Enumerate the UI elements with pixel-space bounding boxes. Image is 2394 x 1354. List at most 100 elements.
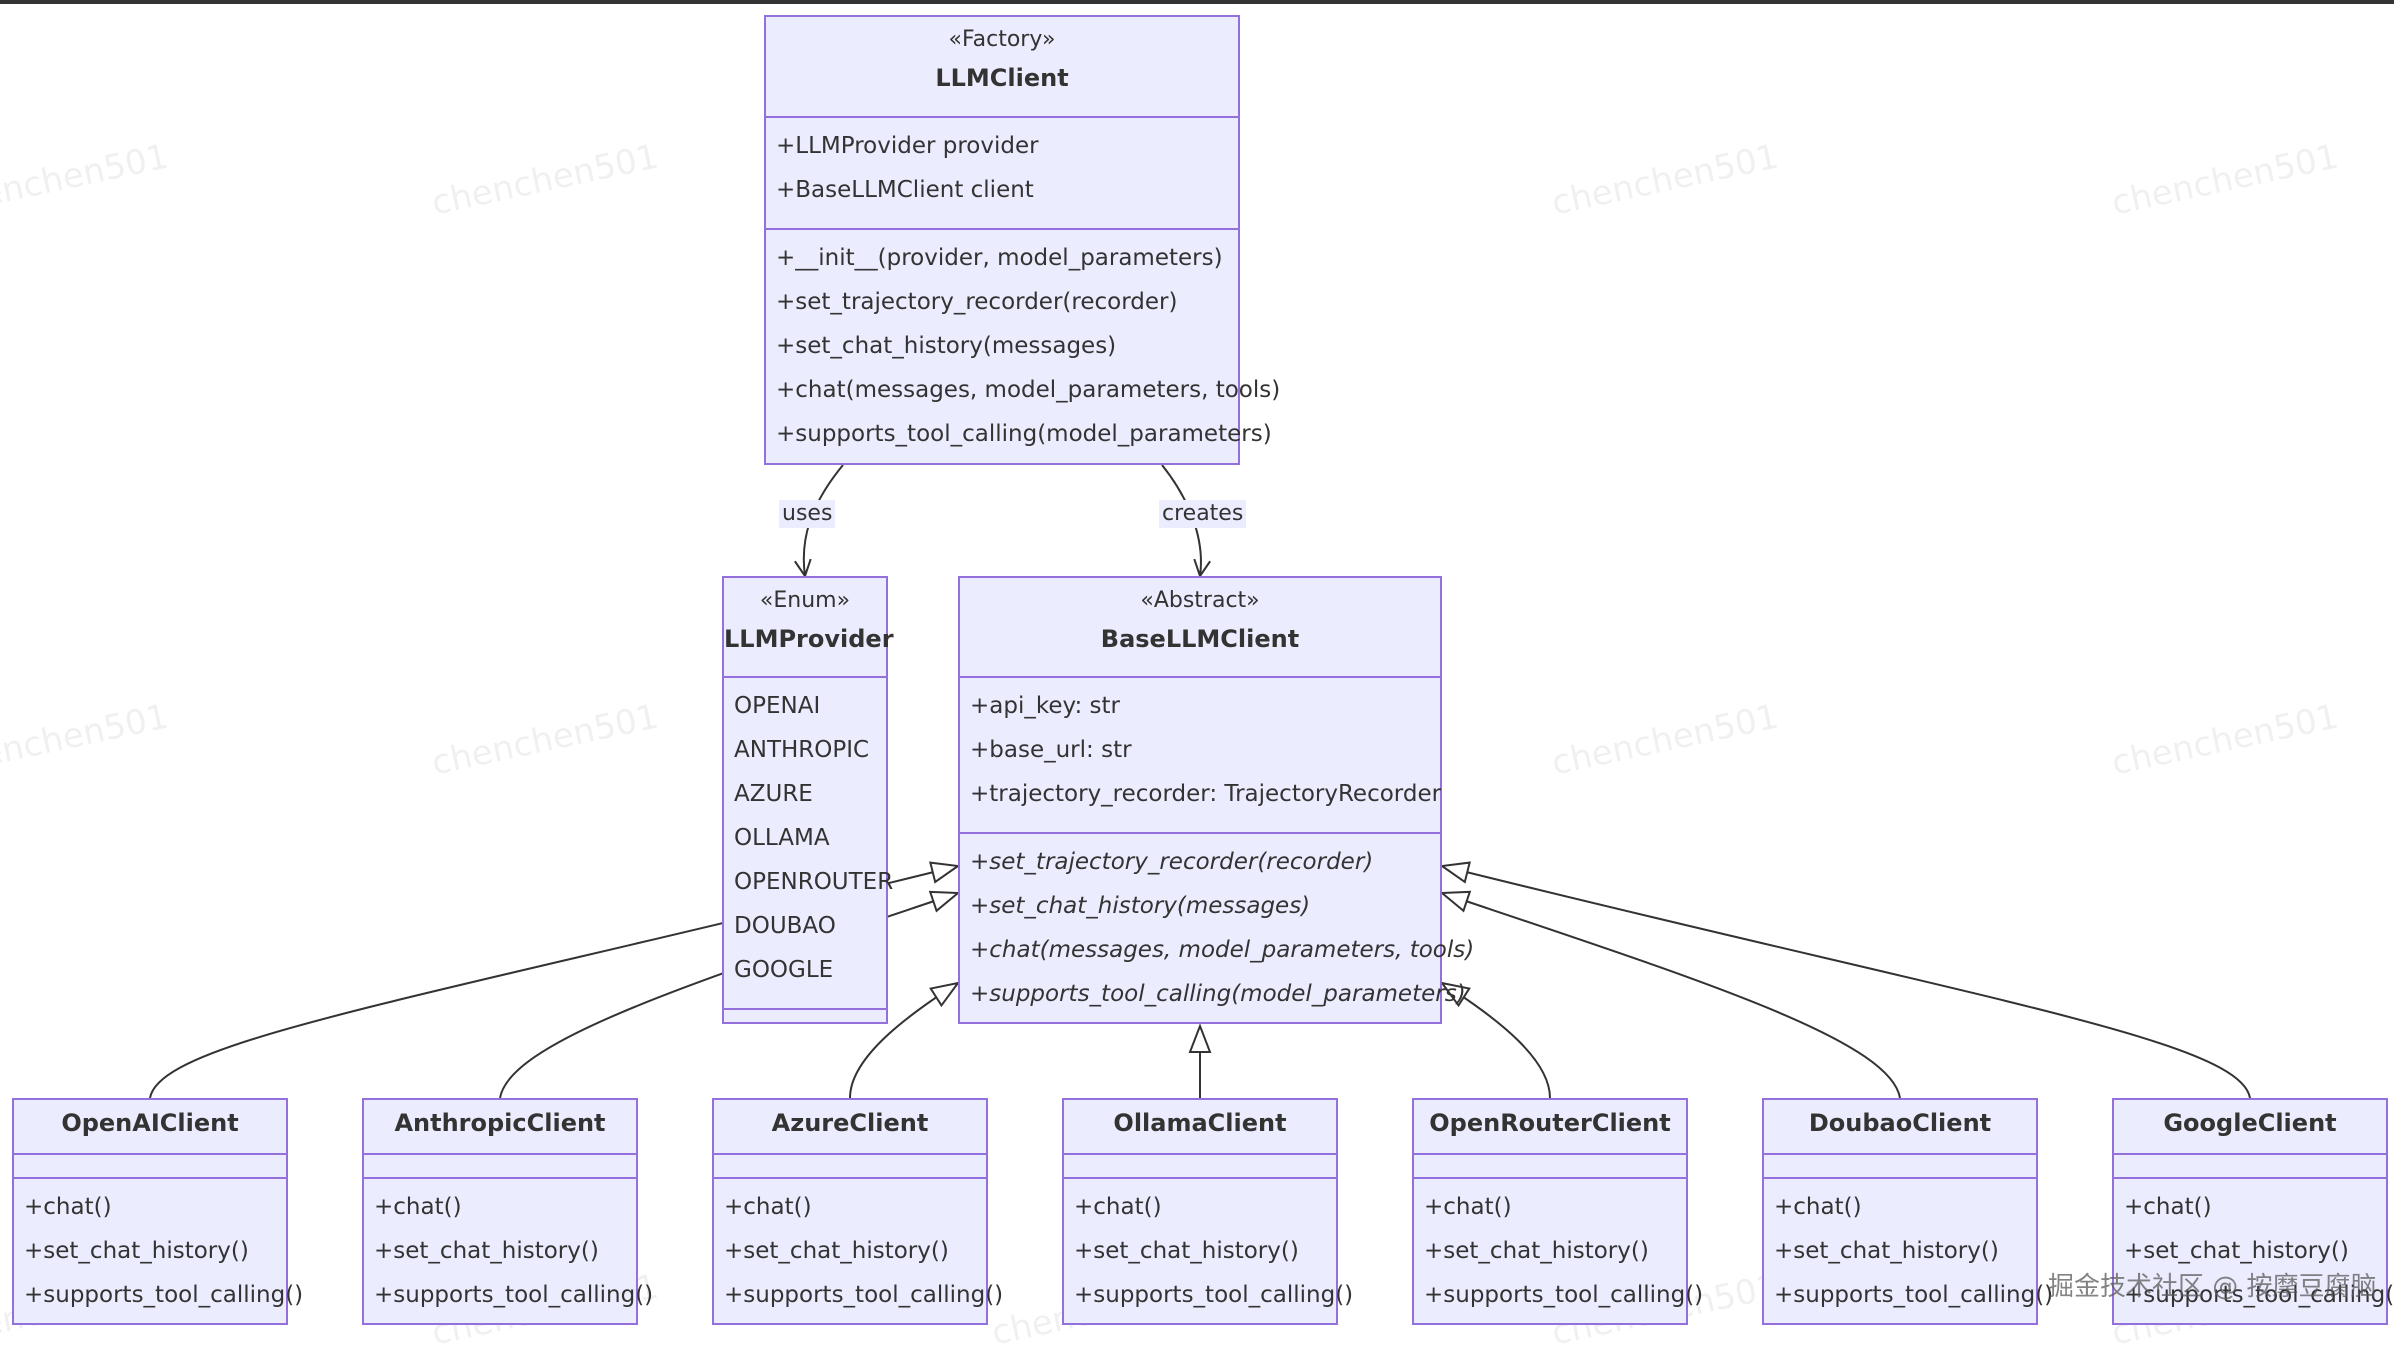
- attributes-section: [14, 1155, 286, 1179]
- method-row: +chat(): [374, 1194, 462, 1220]
- method-row: +supports_tool_calling(): [1774, 1282, 2054, 1308]
- edge-inherit-google: [1442, 866, 2251, 1099]
- methods-section: +chat() +set_chat_history() +supports_to…: [1764, 1179, 2054, 1323]
- attribute-row: +trajectory_recorder: TrajectoryRecorder: [970, 781, 1442, 807]
- method-row: +set_trajectory_recorder(recorder): [776, 289, 1178, 315]
- class-googleclient[interactable]: GoogleClient +chat() +set_chat_history()…: [2112, 1098, 2394, 1325]
- method-row: +set_chat_history(): [1424, 1238, 1649, 1264]
- abstract-method-row: +supports_tool_calling(model_parameters): [970, 981, 1466, 1007]
- stereotype-label: «Factory»: [948, 27, 1056, 52]
- method-row: +set_chat_history(): [374, 1238, 599, 1264]
- class-name: BaseLLMClient: [1100, 625, 1300, 653]
- method-row: +set_chat_history(): [1774, 1238, 1999, 1264]
- class-header: AzureClient: [714, 1100, 986, 1155]
- class-openrouterclient[interactable]: OpenRouterClient +chat() +set_chat_histo…: [1412, 1098, 1704, 1325]
- class-doubaoclient[interactable]: DoubaoClient +chat() +set_chat_history()…: [1762, 1098, 2054, 1325]
- method-row: +set_chat_history(messages): [776, 333, 1117, 359]
- attributes-section: +LLMProvider provider +BaseLLMClient cli…: [766, 118, 1238, 230]
- class-ollamaclient[interactable]: OllamaClient +chat() +set_chat_history()…: [1062, 1098, 1354, 1325]
- method-row: +set_chat_history(): [1074, 1238, 1299, 1264]
- enum-value: OPENROUTER: [734, 869, 894, 895]
- class-header: «Abstract» BaseLLMClient: [960, 578, 1440, 678]
- class-anthropicclient[interactable]: AnthropicClient +chat() +set_chat_histor…: [362, 1098, 654, 1325]
- method-row: +chat(): [24, 1194, 112, 1220]
- attributes-section: +api_key: str +base_url: str +trajectory…: [960, 678, 1442, 834]
- class-name: OpenAIClient: [61, 1109, 239, 1137]
- stereotype-label: «Abstract»: [1140, 588, 1260, 613]
- enum-value: ANTHROPIC: [734, 737, 870, 763]
- enum-values-section: OPENAI ANTHROPIC AZURE OLLAMA OPENROUTER…: [724, 678, 894, 1010]
- class-header: AnthropicClient: [364, 1100, 636, 1155]
- class-name: AzureClient: [771, 1109, 929, 1137]
- class-name: OllamaClient: [1113, 1109, 1287, 1137]
- method-row: +chat(): [1074, 1194, 1162, 1220]
- methods-section: +chat() +set_chat_history() +supports_to…: [1064, 1179, 1354, 1323]
- class-header: OpenAIClient: [14, 1100, 286, 1155]
- enum-value: OLLAMA: [734, 825, 830, 851]
- method-row: +set_chat_history(): [2124, 1238, 2349, 1264]
- attributes-section: [1764, 1155, 2036, 1179]
- edge-label-uses: uses: [779, 500, 836, 528]
- attributes-section: [1064, 1155, 1336, 1179]
- class-llmclient[interactable]: «Factory» LLMClient +LLMProvider provide…: [764, 15, 1281, 465]
- method-row: +set_chat_history(): [724, 1238, 949, 1264]
- class-openaiclient[interactable]: OpenAIClient +chat() +set_chat_history()…: [12, 1098, 303, 1325]
- attribute-row: +base_url: str: [970, 737, 1132, 763]
- attribute-row: +api_key: str: [970, 693, 1120, 719]
- enum-value: OPENAI: [734, 693, 821, 719]
- attribute-row: +LLMProvider provider: [776, 133, 1039, 159]
- class-name: LLMClient: [935, 64, 1069, 92]
- methods-section: +__init__(provider, model_parameters) +s…: [766, 230, 1281, 462]
- class-azureclient[interactable]: AzureClient +chat() +set_chat_history() …: [712, 1098, 1004, 1325]
- class-header: GoogleClient: [2114, 1100, 2386, 1155]
- class-name: GoogleClient: [2163, 1109, 2337, 1137]
- class-llmprovider[interactable]: «Enum» LLMProvider OPENAI ANTHROPIC AZUR…: [722, 576, 894, 1024]
- method-row: +supports_tool_calling(): [374, 1282, 654, 1308]
- class-name: LLMProvider: [724, 625, 894, 653]
- method-row: +supports_tool_calling(): [724, 1282, 1004, 1308]
- empty-section: [724, 1010, 886, 1022]
- top-border: [0, 0, 2394, 4]
- enum-value: DOUBAO: [734, 913, 836, 939]
- class-name: AnthropicClient: [394, 1109, 606, 1137]
- methods-section: +chat() +set_chat_history() +supports_to…: [364, 1179, 654, 1323]
- method-row: +chat(): [1774, 1194, 1862, 1220]
- method-row: +chat(): [2124, 1194, 2212, 1220]
- methods-section: +chat() +set_chat_history() +supports_to…: [14, 1179, 303, 1323]
- method-row: +supports_tool_calling(model_parameters): [776, 421, 1272, 447]
- method-row: +chat(messages, model_parameters, tools): [776, 377, 1281, 403]
- enum-value: GOOGLE: [734, 957, 834, 983]
- class-header: «Enum» LLMProvider: [724, 578, 894, 678]
- attributes-section: [364, 1155, 636, 1179]
- method-row: +chat(): [724, 1194, 812, 1220]
- methods-section: +chat() +set_chat_history() +supports_to…: [2114, 1179, 2394, 1323]
- methods-section: +chat() +set_chat_history() +supports_to…: [1414, 1179, 1704, 1323]
- edge-inherit-openrouter: [1442, 983, 1551, 1099]
- class-header: OpenRouterClient: [1414, 1100, 1686, 1155]
- attribute-row: +BaseLLMClient client: [776, 177, 1034, 203]
- class-name: DoubaoClient: [1808, 1109, 1992, 1137]
- attributes-section: [714, 1155, 986, 1179]
- edge-inherit-azure: [849, 983, 958, 1099]
- class-header: OllamaClient: [1064, 1100, 1336, 1155]
- stereotype-label: «Enum»: [759, 588, 851, 613]
- attributes-section: [1414, 1155, 1686, 1179]
- method-row: +supports_tool_calling(): [1424, 1282, 1704, 1308]
- class-header: «Factory» LLMClient: [766, 17, 1238, 118]
- edge-inherit-doubao: [1442, 893, 1901, 1099]
- attributes-section: [2114, 1155, 2386, 1179]
- class-header: DoubaoClient: [1764, 1100, 2036, 1155]
- methods-section: +set_trajectory_recorder(recorder) +set_…: [960, 834, 1475, 1022]
- method-row: +__init__(provider, model_parameters): [776, 245, 1223, 271]
- method-row: +supports_tool_calling(): [1074, 1282, 1354, 1308]
- class-basellmclient[interactable]: «Abstract» BaseLLMClient +api_key: str +…: [958, 576, 1475, 1024]
- corner-watermark: 掘金技术社区 @ 按摩豆腐脑: [2048, 1272, 2377, 1302]
- class-name: OpenRouterClient: [1429, 1109, 1671, 1137]
- abstract-method-row: +set_chat_history(messages): [970, 893, 1311, 919]
- edge-label-creates: creates: [1159, 500, 1247, 528]
- enum-value: AZURE: [734, 781, 813, 807]
- method-row: +supports_tool_calling(): [2124, 1282, 2394, 1308]
- abstract-method-row: +set_trajectory_recorder(recorder): [970, 849, 1374, 875]
- abstract-method-row: +chat(messages, model_parameters, tools): [970, 937, 1475, 963]
- method-row: +set_chat_history(): [24, 1238, 249, 1264]
